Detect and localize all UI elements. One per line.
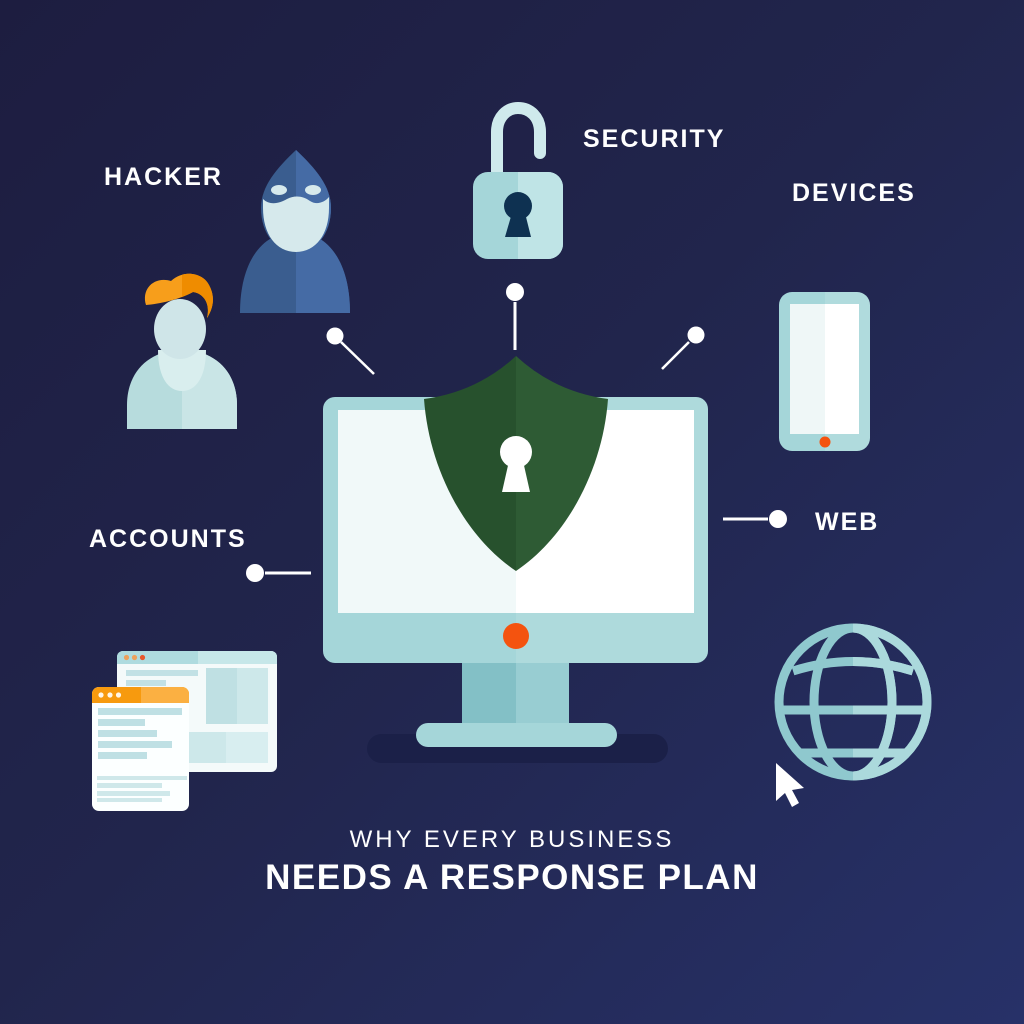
connector-accounts — [246, 564, 311, 582]
text-line — [126, 670, 198, 676]
connector-hacker — [326, 327, 375, 375]
front-window-titlebar-shade — [141, 687, 189, 703]
web-label: WEB — [815, 508, 880, 536]
window-dot — [123, 654, 130, 661]
connector-web — [723, 510, 787, 528]
text-line — [98, 730, 157, 737]
shield-keyhole-circle — [500, 436, 532, 468]
connector-dot — [506, 283, 524, 301]
connector-dot — [687, 326, 705, 344]
browser-window-front — [92, 687, 189, 811]
title-main: NEEDS A RESPONSE PLAN — [265, 858, 759, 897]
hacker-eye-right — [305, 185, 321, 195]
hacker-icon — [240, 150, 350, 313]
globe-wireframe-shade — [853, 623, 932, 781]
phone-home-button — [819, 436, 831, 448]
monitor-webcam-dot — [503, 623, 529, 649]
back-window-titlebar-shade — [198, 651, 277, 664]
window-dot — [131, 654, 138, 661]
text-line — [97, 798, 162, 802]
text-line — [98, 752, 147, 759]
security-label: SECURITY — [583, 125, 726, 153]
padlock-shackle — [491, 101, 546, 180]
text-line — [126, 680, 166, 686]
hacker-face-mask — [263, 196, 329, 252]
connector-dot — [246, 564, 264, 582]
text-line — [97, 791, 170, 796]
connector-line — [661, 341, 690, 370]
person-collar — [158, 350, 206, 391]
text-line — [97, 776, 187, 780]
monitor-base — [416, 723, 617, 747]
shield-icon — [424, 356, 608, 571]
connector-line — [340, 341, 375, 375]
padlock-keyhole-stem — [505, 213, 531, 237]
browser-windows-icon — [92, 651, 277, 811]
text-line — [98, 708, 182, 715]
window-dot — [98, 692, 104, 698]
phone-screen-right — [825, 304, 859, 434]
window-dot — [115, 692, 122, 698]
devices-label: DEVICES — [792, 179, 916, 207]
person-icon — [127, 273, 237, 429]
connector-devices — [661, 326, 705, 370]
text-line — [97, 783, 162, 788]
shield-right-half — [516, 356, 608, 571]
content-band-shade — [226, 732, 268, 763]
globe-icon — [774, 623, 932, 807]
text-line — [98, 741, 172, 748]
hacker-label: HACKER — [104, 163, 223, 191]
front-window-body — [92, 687, 189, 811]
window-dot — [107, 692, 113, 698]
padlock-body-shade — [518, 172, 563, 259]
accounts-label: ACCOUNTS — [89, 525, 247, 553]
connector-dot — [326, 327, 344, 345]
content-block-shade — [237, 668, 268, 724]
smartphone-icon — [779, 292, 870, 451]
monitor-neck-shade — [516, 658, 569, 726]
cursor-icon — [776, 763, 804, 807]
hacker-eye-left — [271, 185, 287, 195]
person-face — [154, 299, 206, 359]
title-subtitle: WHY EVERY BUSINESS — [349, 826, 675, 853]
shield-left-half — [424, 356, 516, 571]
window-dot — [139, 654, 146, 661]
person-hair-shade — [182, 273, 213, 318]
padlock-icon — [473, 101, 563, 259]
connector-dot — [769, 510, 787, 528]
connector-security — [506, 283, 524, 350]
shield-keyhole-stem — [502, 461, 530, 492]
text-line — [98, 719, 145, 726]
